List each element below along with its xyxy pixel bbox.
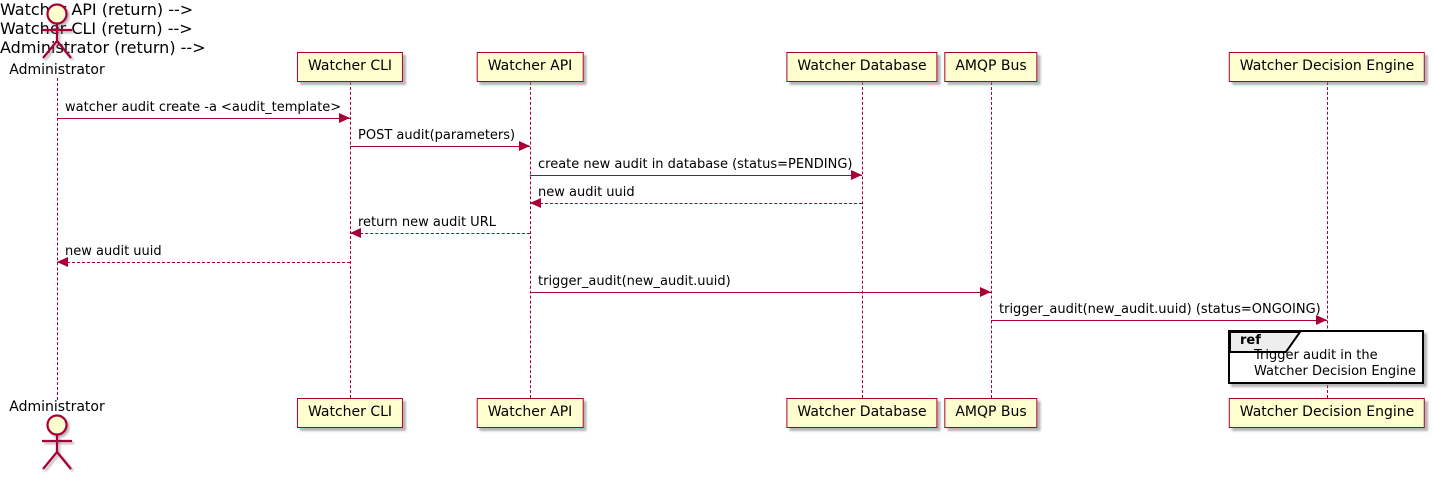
message-line [57,118,350,119]
lifeline-administrator [57,78,58,400]
arrowhead-icon [57,257,68,267]
lifeline-watcher-decision-engine [1327,82,1328,398]
message-line [350,233,530,234]
ref-line-1: Trigger audit in the [1254,348,1378,363]
message-label: POST audit(parameters) [358,128,516,143]
message-line [530,203,862,204]
arrowhead-icon [530,198,541,208]
arrowhead-icon [851,170,862,180]
arrowhead-icon [339,113,350,123]
lifeline-amqp-bus [991,82,992,398]
message-label: new audit uuid [65,244,162,259]
participant-watcher-database: Watcher Database [786,52,938,82]
message-label: watcher audit create -a <audit_template> [65,100,342,115]
actor-icon [33,3,81,65]
arrowhead-icon [1316,315,1327,325]
ref-fragment: ref Trigger audit in the Watcher Decisio… [1228,330,1424,384]
participant-amqp-bus: AMQP Bus [944,52,1038,82]
arrowhead-icon [519,141,530,151]
participant-watcher-decision-engine: Watcher Decision Engine [1228,52,1426,82]
message-label: trigger_audit(new_audit.uuid) [538,274,731,289]
participant-watcher-cli: Watcher CLI [296,52,404,82]
ref-body: Trigger audit in the Watcher Decision En… [1254,348,1416,380]
actor-label-bottom: Administrator [9,399,105,415]
arrowhead-icon [350,228,361,238]
participant-amqp-bus-bottom: AMQP Bus [944,398,1038,428]
lifeline-watcher-cli [350,82,351,398]
message-label: trigger_audit(new_audit.uuid) (status=ON… [999,302,1321,317]
message-label: new audit uuid [538,185,635,200]
ref-tab-label: ref [1240,333,1261,348]
participant-watcher-api: Watcher API [476,52,584,82]
participant-watcher-database-bottom: Watcher Database [786,398,938,428]
message-line [530,292,991,293]
message-line [57,262,350,263]
ref-line-2: Watcher Decision Engine [1254,364,1416,379]
message-label: create new audit in database (status=PEN… [538,157,853,172]
message-line [350,146,530,147]
participant-watcher-decision-engine-bottom: Watcher Decision Engine [1228,398,1426,428]
actor-label: Administrator [9,62,105,78]
message-label: return new audit URL [358,215,496,230]
participant-watcher-cli-bottom: Watcher CLI [296,398,404,428]
lifeline-watcher-api [530,82,531,398]
participant-watcher-api-bottom: Watcher API [476,398,584,428]
message-line [991,320,1327,321]
arrowhead-icon [980,287,991,297]
ref-tab: ref [1229,331,1302,357]
actor-icon-bottom [33,414,81,476]
message-line [530,175,862,176]
lifeline-watcher-database [862,82,863,398]
